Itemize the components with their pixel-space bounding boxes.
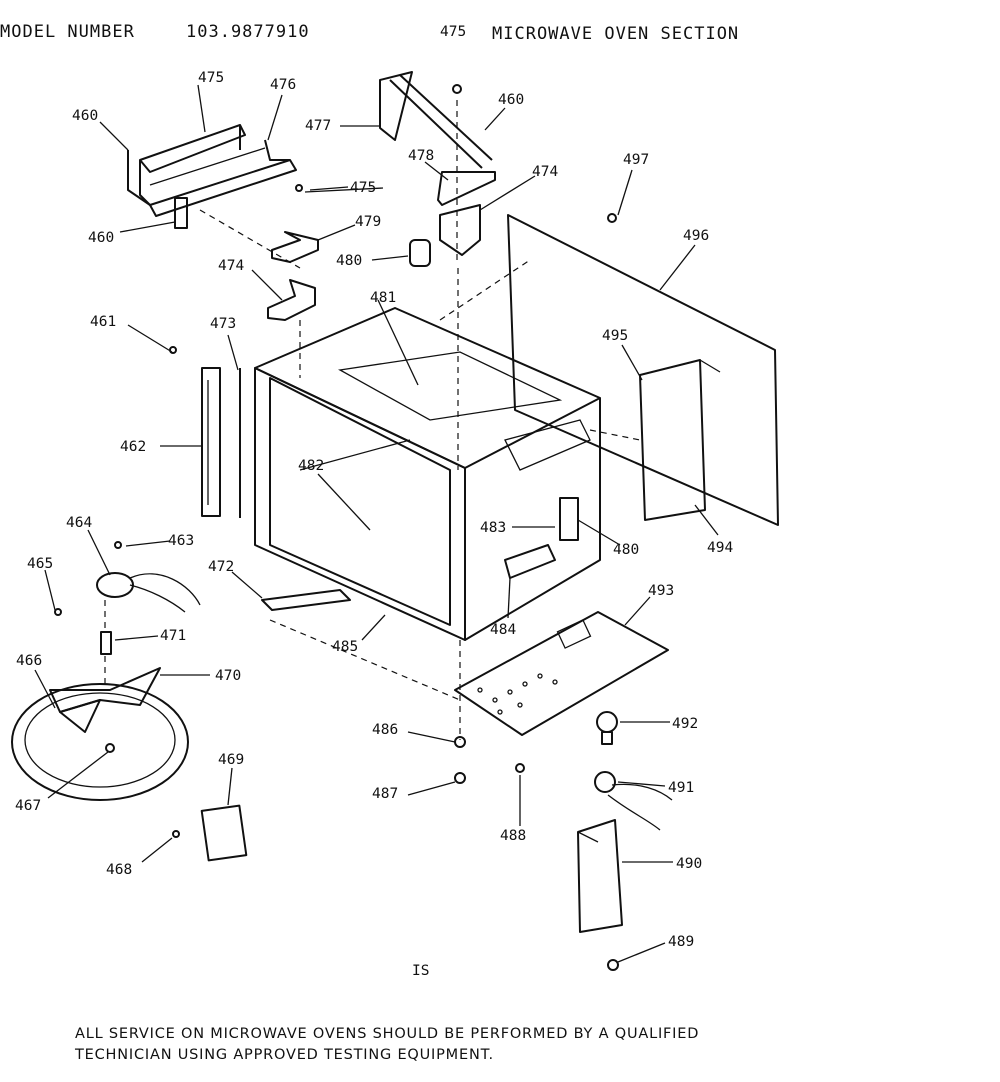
callout-470: 470 (215, 668, 241, 684)
callout-476: 476 (270, 77, 296, 93)
back-panel-drawing (507, 213, 779, 526)
callout-487: 487 (372, 786, 398, 802)
callout-468: 468 (106, 862, 132, 878)
shield-bracket-drawing (379, 71, 496, 256)
callout-472: 472 (208, 559, 234, 575)
callout-478: 478 (408, 148, 434, 164)
callout-496: 496 (683, 228, 709, 244)
callout-471: 471 (160, 628, 186, 644)
callout-460: 460 (498, 92, 524, 108)
callout-460: 460 (88, 230, 114, 246)
callout-489: 489 (668, 934, 694, 950)
service-warning-note: ALL SERVICE ON MICROWAVE OVENS SHOULD BE… (75, 1024, 955, 1066)
callout-481: 481 (370, 290, 396, 306)
callout-462: 462 (120, 439, 146, 455)
callout-483: 483 (480, 520, 506, 536)
callout-491: 491 (668, 780, 694, 796)
motor-drawing (96, 572, 201, 655)
base-plate-drawing (454, 611, 669, 736)
page-number: IS (412, 963, 429, 979)
callout-461: 461 (90, 314, 116, 330)
callout-486: 486 (372, 722, 398, 738)
callout-495: 495 (602, 328, 628, 344)
callout-463: 463 (168, 533, 194, 549)
bracket-assembly-drawing (127, 124, 297, 229)
callout-480: 480 (613, 542, 639, 558)
alignment-lines (104, 100, 641, 740)
callout-474: 474 (532, 164, 558, 180)
callout-480: 480 (336, 253, 362, 269)
callout-475: 475 (198, 70, 224, 86)
model-number: 103.9877910 (186, 22, 310, 42)
lamp-magnetron-drawing (577, 711, 673, 971)
turntable-drawing (11, 667, 248, 862)
callout-labels: 475 476 460 460 477 460 478 474 475 479 … (15, 24, 733, 979)
callout-497: 497 (623, 152, 649, 168)
callout-484: 484 (490, 622, 516, 638)
callout-475: 475 (440, 24, 466, 40)
service-warning-line-1: ALL SERVICE ON MICROWAVE OVENS SHOULD BE… (75, 1026, 700, 1042)
callout-482: 482 (298, 458, 324, 474)
callout-465: 465 (27, 556, 53, 572)
fasteners-drawing (54, 346, 525, 838)
callout-475: 475 (350, 180, 376, 196)
callout-469: 469 (218, 752, 244, 768)
callout-494: 494 (707, 540, 733, 556)
callout-467: 467 (15, 798, 41, 814)
model-label: MODEL NUMBER (0, 22, 135, 42)
callout-464: 464 (66, 515, 92, 531)
callout-477: 477 (305, 118, 331, 134)
leader-lines (34, 84, 719, 963)
hinge-drawing (201, 367, 241, 518)
callout-460: 460 (72, 108, 98, 124)
service-warning-line-2: TECHNICIAN USING APPROVED TESTING EQUIPM… (75, 1047, 494, 1063)
oven-cavity-drawing (254, 307, 601, 641)
callout-488: 488 (500, 828, 526, 844)
section-title: MICROWAVE OVEN SECTION (492, 24, 740, 44)
callout-479: 479 (355, 214, 381, 230)
callout-490: 490 (676, 856, 702, 872)
callout-493: 493 (648, 583, 674, 599)
callout-485: 485 (332, 639, 358, 655)
callout-473: 473 (210, 316, 236, 332)
interlock-parts-drawing (504, 497, 579, 579)
callout-466: 466 (16, 653, 42, 669)
small-brackets-drawing (267, 184, 431, 321)
callout-474: 474 (218, 258, 244, 274)
callout-492: 492 (672, 716, 698, 732)
